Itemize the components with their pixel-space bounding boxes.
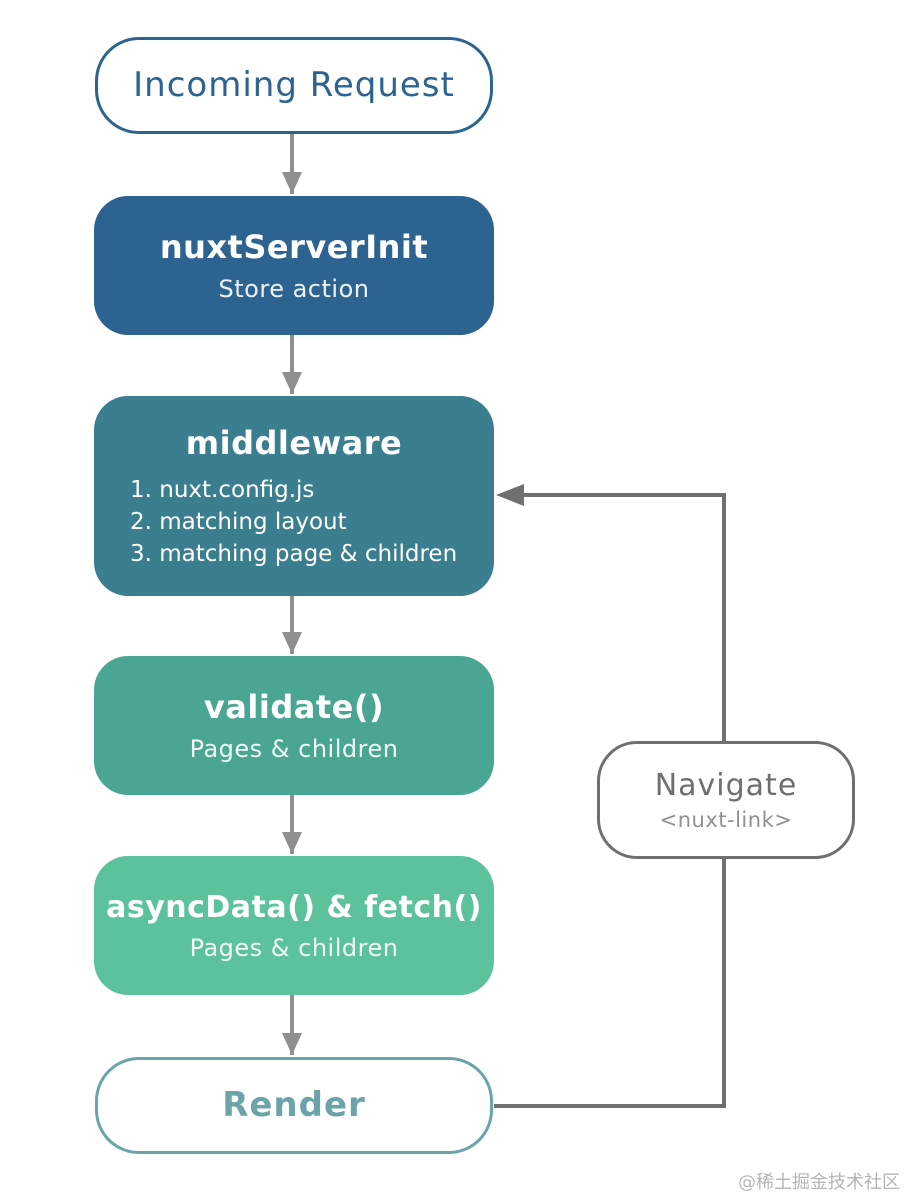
incoming-request-node: Incoming Request — [95, 37, 493, 134]
loop-navigate-to-middleware — [520, 493, 726, 741]
incoming-request-title: Incoming Request — [133, 65, 455, 106]
middleware-list: 1. nuxt.config.js 2. matching layout 3. … — [130, 474, 457, 570]
arrowhead-loop-to-middleware — [496, 484, 524, 506]
middleware-list-item: 2. matching layout — [130, 509, 347, 536]
arrowhead-request-to-server — [282, 172, 302, 194]
navigate-node: Navigate <nuxt-link> — [597, 741, 855, 859]
arrowhead-async-to-render — [282, 1033, 302, 1055]
nuxt-server-init-node: nuxtServerInit Store action — [94, 196, 494, 335]
validate-subtitle: Pages & children — [189, 734, 399, 763]
validate-node: validate() Pages & children — [94, 656, 494, 795]
middleware-title: middleware — [185, 424, 403, 462]
navigate-subtitle: <nuxt-link> — [659, 808, 793, 832]
arrowhead-validate-to-async — [282, 832, 302, 854]
async-data-fetch-title: asyncData() & fetch() — [106, 889, 482, 925]
middleware-node: middleware 1. nuxt.config.js 2. matching… — [94, 396, 494, 596]
render-title: Render — [222, 1085, 366, 1126]
async-data-fetch-node: asyncData() & fetch() Pages & children — [94, 856, 494, 995]
async-data-fetch-subtitle: Pages & children — [189, 933, 399, 962]
middleware-list-item: 1. nuxt.config.js — [130, 477, 315, 504]
navigate-title: Navigate — [654, 768, 798, 803]
nuxt-server-init-subtitle: Store action — [218, 274, 370, 303]
arrowhead-middleware-to-validate — [282, 632, 302, 654]
nuxt-server-init-title: nuxtServerInit — [159, 228, 429, 267]
arrowhead-server-to-middleware — [282, 372, 302, 394]
validate-title: validate() — [203, 688, 385, 727]
render-node: Render — [95, 1057, 493, 1154]
watermark: @稀土掘金技术社区 — [738, 1172, 900, 1193]
middleware-list-item: 3. matching page & children — [130, 541, 458, 568]
loop-render-to-navigate — [494, 859, 726, 1108]
